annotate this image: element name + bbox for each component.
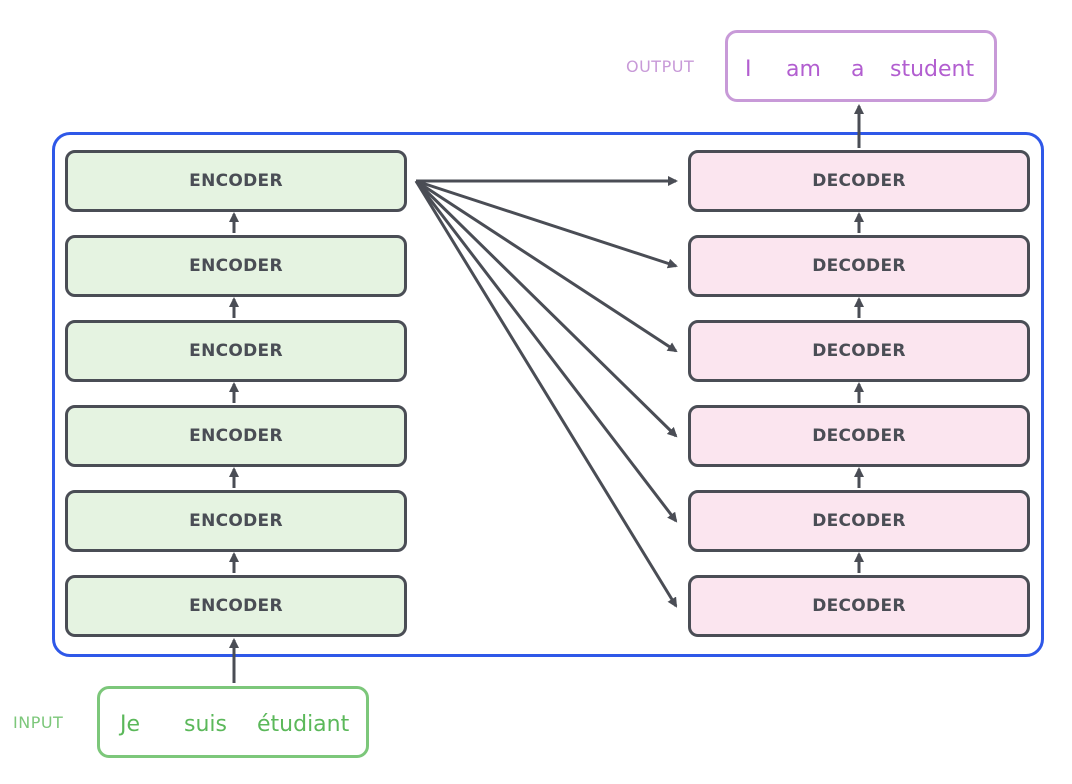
decoder-block: DECODER xyxy=(688,235,1030,297)
decoder-block: DECODER xyxy=(688,150,1030,212)
encoder-block: ENCODER xyxy=(65,490,407,552)
decoder-block: DECODER xyxy=(688,320,1030,382)
output-word: student xyxy=(890,57,975,82)
input-label: INPUT xyxy=(13,713,64,732)
encoder-block: ENCODER xyxy=(65,150,407,212)
encoder-to-decoder-arrow xyxy=(414,180,678,608)
encoder-block: ENCODER xyxy=(65,235,407,297)
encoder-decoder-container xyxy=(52,132,1044,657)
decoder-block: DECODER xyxy=(688,405,1030,467)
output-label: OUTPUT xyxy=(626,57,695,76)
input-word: suis xyxy=(184,712,227,737)
encoder-block: ENCODER xyxy=(65,405,407,467)
input-word: étudiant xyxy=(257,712,350,737)
decoder-block: DECODER xyxy=(688,490,1030,552)
encoder-to-decoder-arrow xyxy=(414,179,678,438)
input-word: Je xyxy=(120,712,141,737)
encoder-to-decoder-arrow xyxy=(415,179,678,353)
encoder-to-decoder-arrow xyxy=(414,180,678,523)
encoder-block: ENCODER xyxy=(65,320,407,382)
encoder-block: ENCODER xyxy=(65,575,407,637)
decoder-block: DECODER xyxy=(688,575,1030,637)
output-sentence-box: I am a student xyxy=(725,30,997,102)
output-word: am xyxy=(786,57,821,82)
encoder-to-decoder-arrow xyxy=(415,179,678,269)
input-sentence-box: Je suis étudiant xyxy=(97,686,369,758)
output-word: I xyxy=(745,57,752,82)
output-word: a xyxy=(851,57,865,82)
